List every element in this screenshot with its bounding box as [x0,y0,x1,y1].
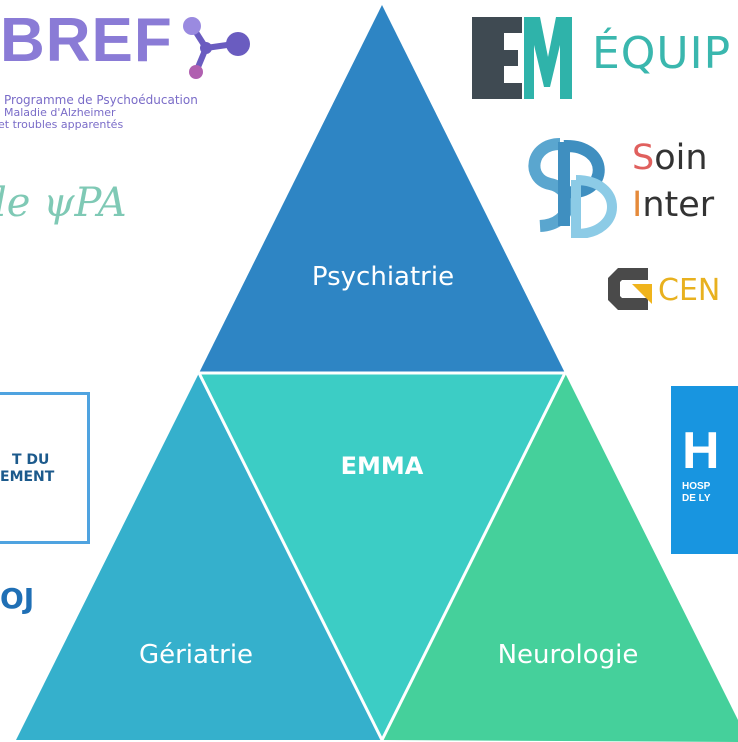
emma-label: EMMA [340,452,424,480]
geriatrie-triangle[interactable] [16,373,382,740]
institut-logo-box [0,392,90,544]
hcl-logo-letter: H [682,422,720,480]
equipe-text: ÉQUIP [592,28,732,79]
neurologie-triangle[interactable] [382,373,738,742]
triangle-dividers [197,371,567,741]
neurologie-label: Neurologie [497,640,639,670]
centre-logo-icon [608,268,652,310]
psychiatrie-label: Psychiatrie [311,262,455,292]
bref-logo-title: BREF [0,6,173,75]
hcl-logo-box [671,386,738,554]
bref-subtitle-3: et troubles apparentés [0,118,124,131]
institut-text-2: EMENT [0,469,55,485]
molecule-icon [183,17,250,79]
geriatrie-label: Gériatrie [138,640,254,670]
centre-text: CEN [658,273,721,308]
em-monogram-logo [472,17,572,99]
emma-triangle[interactable] [199,373,565,740]
hcl-logo-text-2: DE LY [682,493,711,504]
spd-logo [528,138,617,238]
psychiatrie-triangle[interactable] [199,5,565,373]
bref-subtitle-2: Maladie d'Alzheimer [4,106,116,119]
hcl-logo-text-1: HOSP [682,481,711,492]
psi-script-logo: le ψPA [0,180,127,226]
institut-caption: OJ [0,582,35,615]
inter-text: Inter [632,185,715,225]
soin-text: Soin [632,138,708,178]
institut-text-1: T DU [12,452,50,468]
bref-subtitle-1: Programme de Psychoéducation [4,93,198,107]
